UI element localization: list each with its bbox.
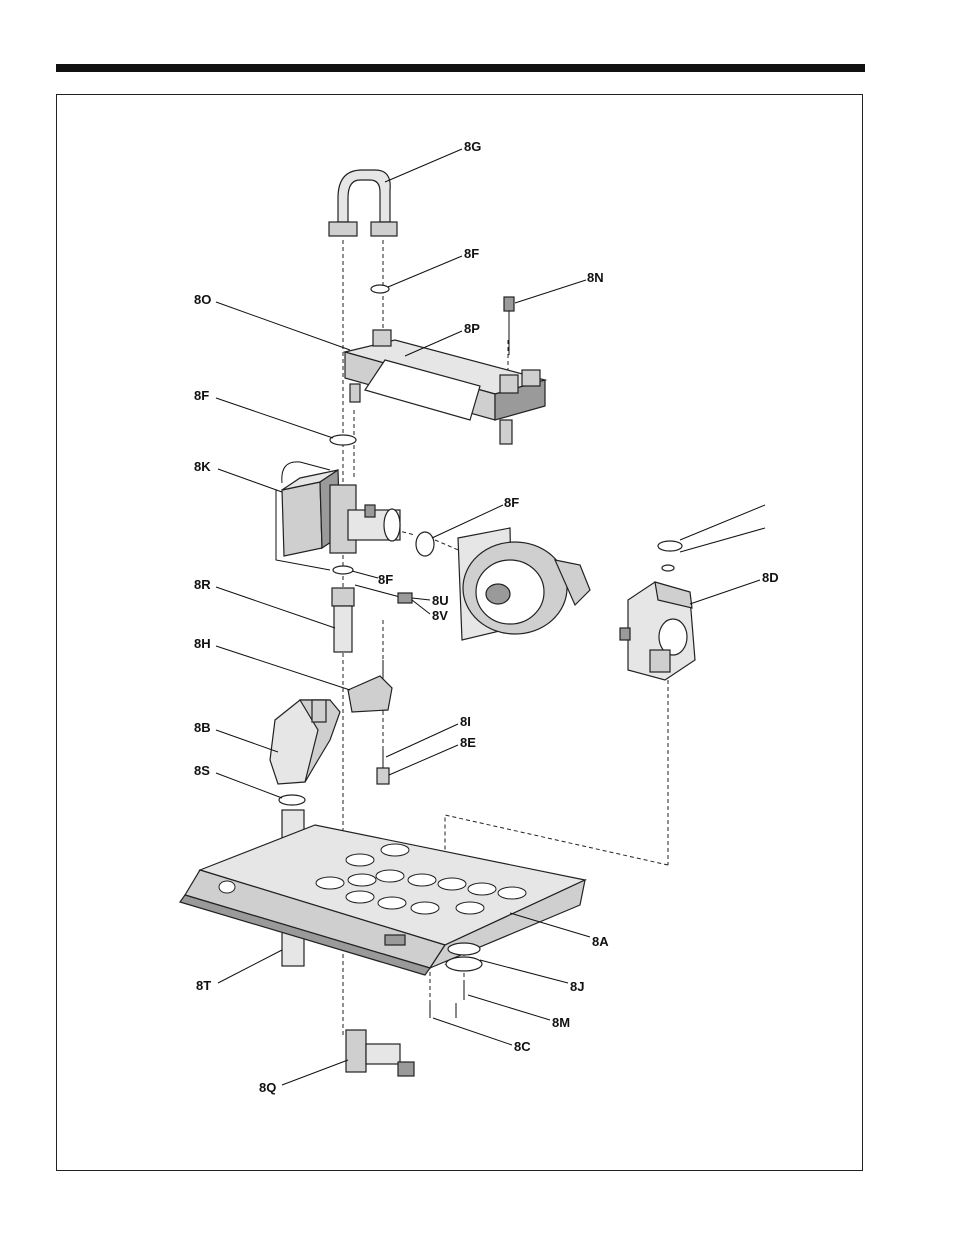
label-8p: 8P (464, 321, 480, 336)
label-8i: 8I (460, 714, 471, 729)
pump (458, 528, 590, 640)
label-8e: 8E (460, 735, 476, 750)
label-8h: 8H (194, 636, 211, 651)
gas-valve-8d (620, 505, 765, 680)
label-8o: 8O (194, 292, 211, 307)
label-8j: 8J (570, 979, 584, 994)
pipe-8g (329, 170, 397, 236)
label-8v: 8V (432, 608, 448, 623)
diverter-valve-8k (276, 462, 400, 570)
washer-8f-pump (416, 532, 434, 556)
sensor-8n (504, 297, 514, 355)
chassis-8a (180, 825, 585, 975)
bypass-tube-8r (332, 588, 354, 652)
label-8q: 8Q (259, 1080, 276, 1095)
washer-8f-left (330, 435, 356, 445)
label-8f-mid: 8F (378, 572, 393, 587)
heat-exchanger-8p (345, 330, 545, 444)
label-8n: 8N (587, 270, 604, 285)
label-8a: 8A (592, 934, 609, 949)
label-8m: 8M (552, 1015, 570, 1030)
label-8f-pump: 8F (504, 495, 519, 510)
label-8s: 8S (194, 763, 210, 778)
washer-8f-top (371, 285, 389, 293)
fixing-8i-8e (377, 750, 389, 784)
label-8f-left: 8F (194, 388, 209, 403)
label-8u: 8U (432, 593, 449, 608)
label-8t: 8T (196, 978, 211, 993)
label-8d: 8D (762, 570, 779, 585)
washer-8f-mid (333, 566, 353, 574)
connector-8u-8v (355, 585, 412, 603)
screws-8m-8c (430, 980, 464, 1018)
label-8f-top: 8F (464, 246, 479, 261)
bracket-8h (348, 660, 392, 712)
valve-8q (346, 1030, 414, 1076)
separator-8b (270, 700, 340, 784)
label-8k: 8K (194, 459, 211, 474)
label-8c: 8C (514, 1039, 531, 1054)
oring-8s (279, 795, 305, 805)
label-8b: 8B (194, 720, 211, 735)
label-8r: 8R (194, 577, 211, 592)
label-8g: 8G (464, 139, 481, 154)
